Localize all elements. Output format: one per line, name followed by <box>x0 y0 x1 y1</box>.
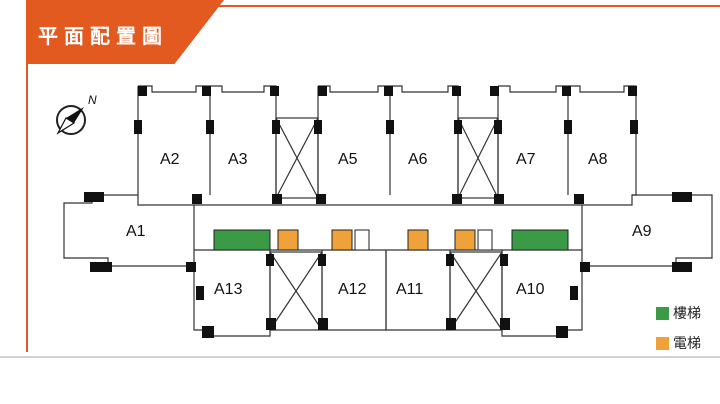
compass-north-label: N <box>88 93 97 107</box>
unit-label-a9: A9 <box>632 223 652 240</box>
elevator-marker <box>454 229 476 251</box>
elevator-marker <box>331 229 353 251</box>
elevator-marker <box>277 229 299 251</box>
unit-label-a7: A7 <box>516 151 536 168</box>
legend-stair-label: 樓梯 <box>673 306 701 322</box>
stair-marker <box>213 229 271 251</box>
unit-label-a5: A5 <box>338 151 358 168</box>
stair-swatch <box>656 306 669 320</box>
footer-divider <box>0 356 720 358</box>
unit-label-a2: A2 <box>160 151 180 168</box>
legend-elevator: 電梯 <box>656 333 701 353</box>
elevator-swatch <box>656 336 669 350</box>
page-title: 平面配置圖 <box>38 24 168 48</box>
elevator-marker <box>407 229 429 251</box>
legend-elevator-label: 電梯 <box>673 336 701 352</box>
compass-icon: N <box>56 93 97 135</box>
stair-marker <box>511 229 569 251</box>
unit-label-a10: A10 <box>516 281 545 298</box>
unit-label-a11: A11 <box>396 281 423 298</box>
unit-label-a1: A1 <box>126 223 146 240</box>
unit-label-a12: A12 <box>338 281 367 298</box>
unit-label-a6: A6 <box>408 151 428 168</box>
header-rule <box>26 5 720 7</box>
unit-label-a8: A8 <box>588 151 608 168</box>
unit-label-a13: A13 <box>214 281 243 298</box>
left-rule <box>26 60 28 352</box>
legend-stair: 樓梯 <box>656 303 701 323</box>
unit-label-a3: A3 <box>228 151 248 168</box>
